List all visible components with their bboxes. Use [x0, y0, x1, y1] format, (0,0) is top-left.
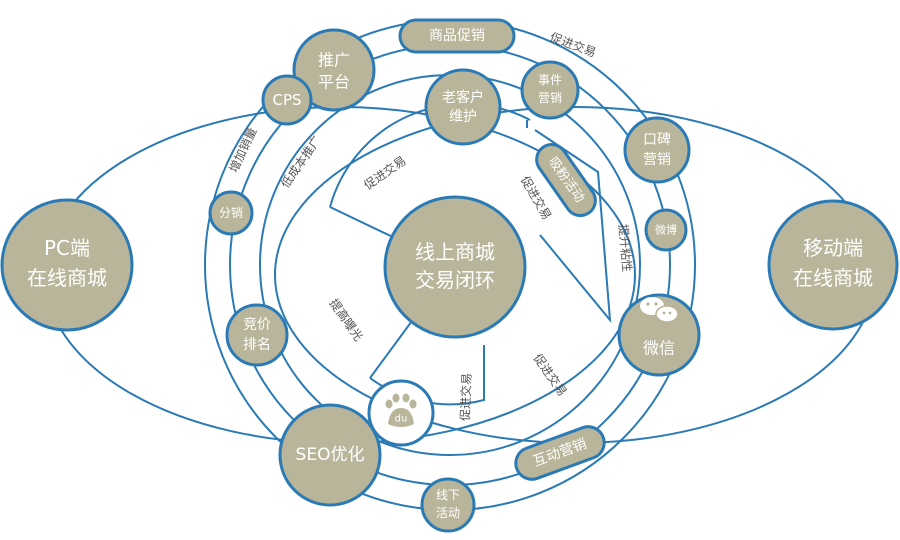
node-label: 商品促销 [429, 28, 485, 44]
label-promote-deal-top: 促进交易 [548, 29, 598, 60]
node-label: 活动 [436, 506, 460, 520]
node-label: 排名 [243, 337, 271, 353]
node-label: 微博 [655, 223, 677, 237]
node-label: 维护 [449, 109, 477, 125]
old-customer-node: 老客户 维护 [424, 68, 502, 146]
node-label: 事件 [538, 73, 562, 87]
weibo-node: 微博 [644, 208, 688, 252]
label-improve-stickiness: 提升粘性 [616, 223, 635, 272]
label-promote-deal-bottom: 促进交易 [530, 351, 570, 399]
node-label: SEO优化 [296, 445, 365, 465]
node-label: 营销 [538, 91, 562, 105]
bid-ranking-node: 竞价 排名 [225, 303, 289, 367]
baidu-node: du [367, 379, 435, 447]
mobile-line-1: 移动端 [803, 236, 863, 260]
inner-sector-fan [329, 103, 612, 406]
center-node: 线上商城 交易闭环 [383, 195, 527, 339]
event-marketing-node: 事件 营销 [520, 60, 580, 120]
center-line-1: 线上商城 [415, 240, 495, 264]
word-of-mouth-node: 口碑 营销 [623, 116, 691, 184]
pc-mall-node: PC端 在线商城 [0, 198, 134, 332]
node-label: du [395, 414, 408, 425]
label-lower-promo-cost: 低成本推广 [278, 133, 324, 190]
promo-platform-node: 推广 平台 [292, 28, 376, 112]
mobile-line-2: 在线商城 [793, 266, 873, 290]
label-promote-deal-upper: 促进交易 [361, 153, 409, 193]
mobile-mall-node: 移动端 在线商城 [767, 199, 899, 331]
pc-line-2: 在线商城 [27, 266, 107, 290]
wechat-node: 微信 [617, 293, 701, 377]
node-label: 营销 [643, 152, 671, 168]
node-label: CPS [272, 91, 301, 109]
node-label: 微信 [643, 339, 675, 358]
pc-line-1: PC端 [44, 236, 90, 260]
node-label: 分销 [219, 206, 243, 220]
node-label: 口碑 [643, 132, 671, 148]
offline-activity-node: 线下 活动 [420, 477, 476, 533]
product-promo-node: 商品促销 [398, 18, 516, 54]
wechat-icon [640, 297, 679, 323]
label-promote-deal-lower: 促进交易 [457, 373, 474, 422]
node-label: 推广 [318, 51, 350, 70]
seo-node: SEO优化 [278, 403, 382, 507]
label-increase-sales: 增加销量 [227, 125, 260, 174]
node-label: 老客户 [442, 89, 484, 106]
interactive-marketing-node: 互动营销 [514, 425, 606, 481]
label-improve-exposure: 提高曝光 [326, 296, 366, 344]
node-label: 竞价 [243, 316, 271, 333]
cps-node: CPS [261, 74, 313, 126]
node-label: 平台 [318, 73, 350, 92]
distribution-node: 分销 [208, 190, 254, 236]
center-line-2: 交易闭环 [415, 268, 495, 292]
node-label: 线下 [436, 488, 460, 502]
baidu-paw-icon [385, 393, 417, 427]
